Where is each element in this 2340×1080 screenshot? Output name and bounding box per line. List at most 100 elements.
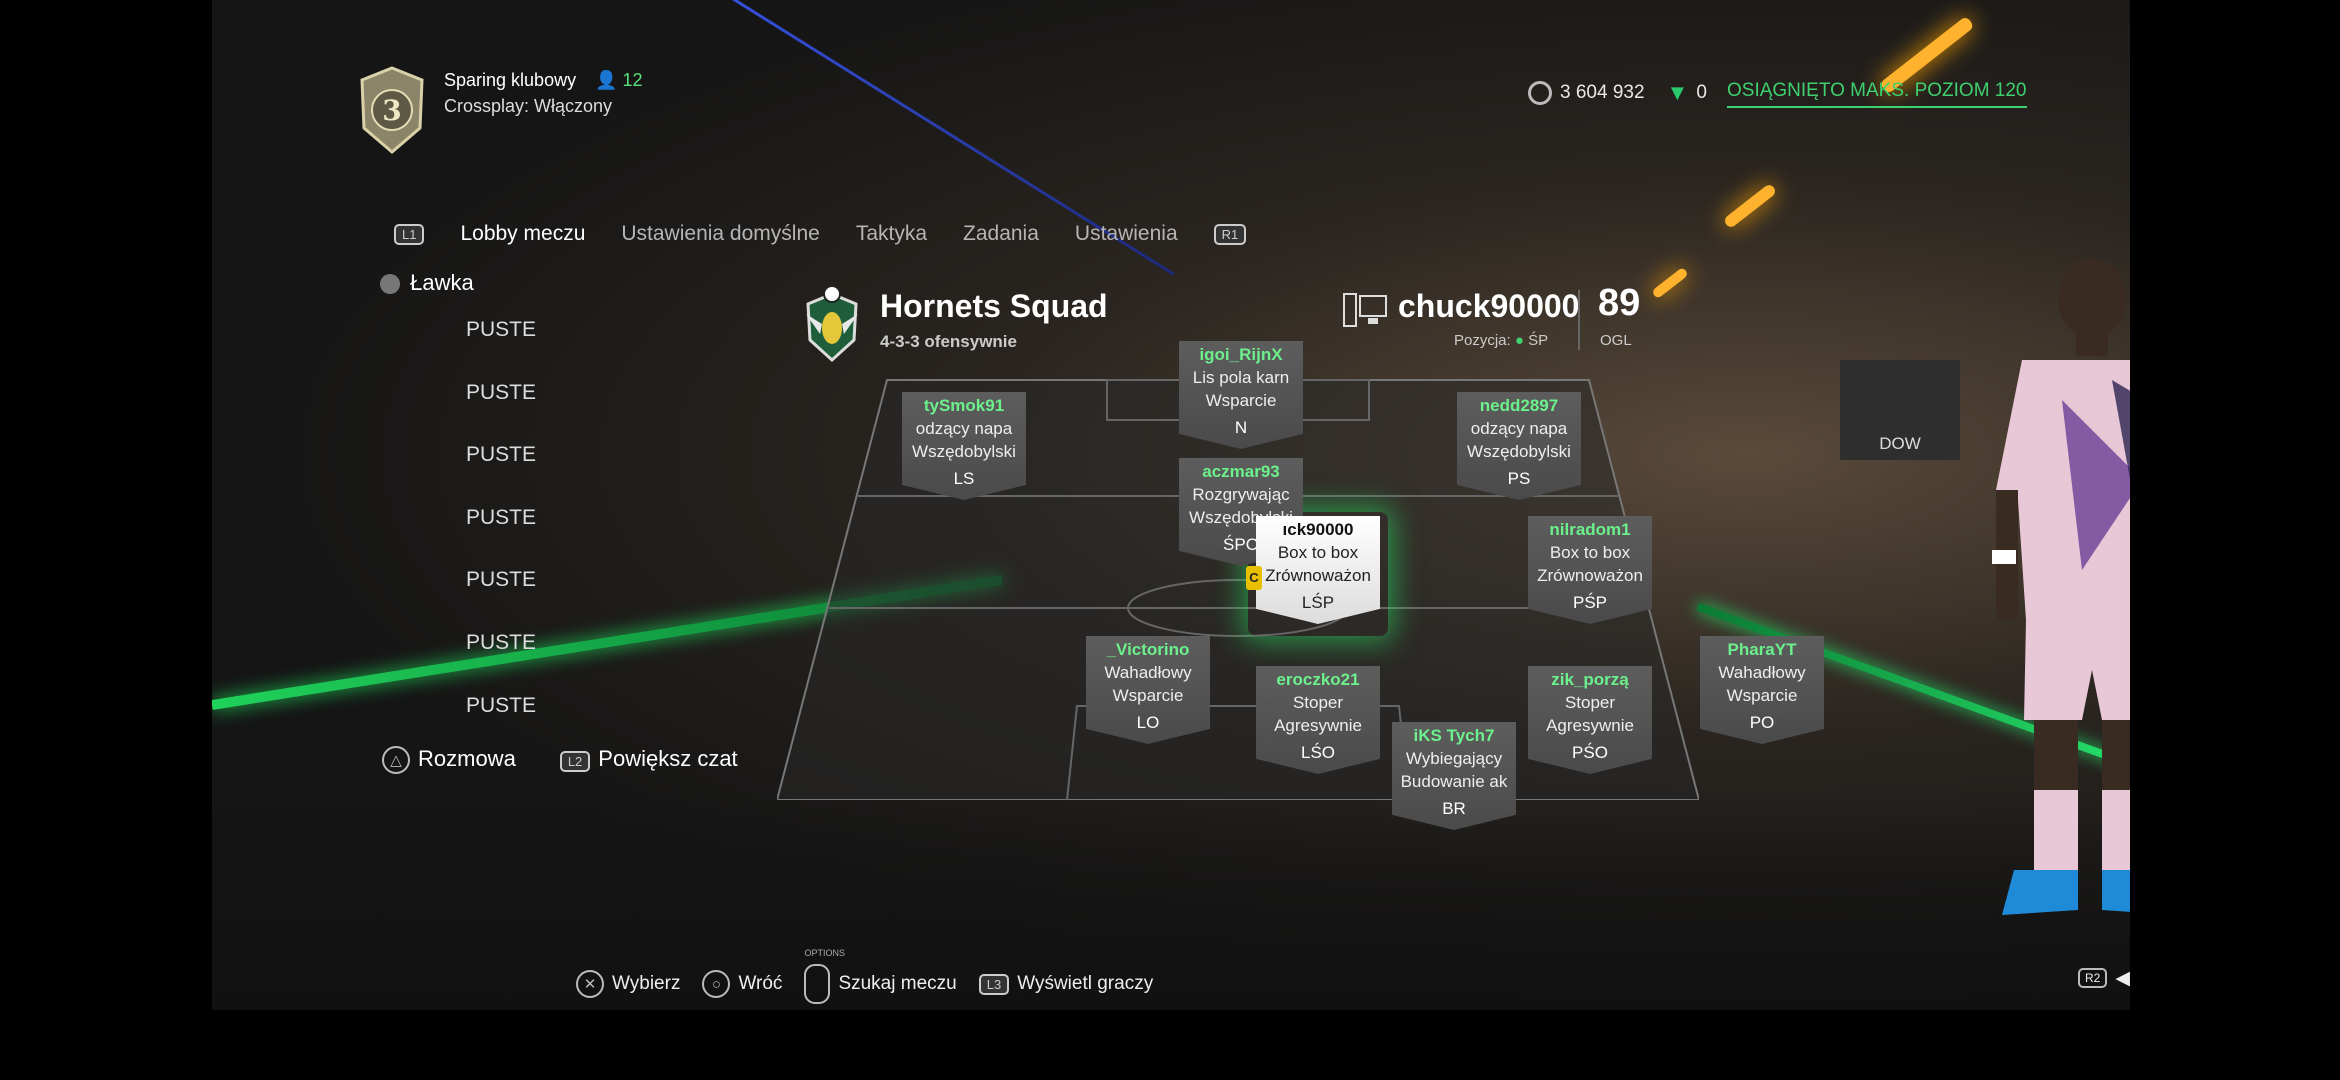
back-label: Wróć bbox=[738, 973, 783, 995]
captain-icon: C bbox=[1246, 566, 1262, 590]
show-players-label: Wyświetl graczy bbox=[1017, 973, 1154, 994]
player-card-style: Wsparcie bbox=[1112, 686, 1184, 705]
player-card-position: PS bbox=[1507, 469, 1531, 488]
bench-title: Ławka bbox=[410, 270, 474, 295]
player-card-lso[interactable]: eroczko21 Stoper Agresywnie LŚO bbox=[1256, 666, 1380, 774]
bench-slot[interactable]: PUSTE bbox=[466, 630, 537, 654]
player-card-position: LŚO bbox=[1300, 743, 1336, 762]
bench-slot[interactable]: PUSTE bbox=[466, 318, 537, 341]
position-label: Pozycja: bbox=[1454, 332, 1511, 349]
player-card-role: Wahadłowy bbox=[1718, 663, 1806, 682]
svg-text:3: 3 bbox=[382, 94, 401, 127]
download-panel: DOW bbox=[1840, 360, 1960, 460]
player-card-style: Wszędobylski bbox=[912, 442, 1016, 461]
floor-shadow bbox=[212, 790, 2130, 1010]
user-position: Pozycja: ● ŚP bbox=[1454, 332, 1549, 349]
bench-slot[interactable]: PUSTE bbox=[466, 380, 537, 404]
player-card-position: LŚP bbox=[1301, 593, 1335, 612]
show-players-button[interactable]: L3 Wyświetl graczy bbox=[978, 973, 1154, 995]
division-badge-icon: 3 bbox=[360, 66, 424, 154]
tab-tactics[interactable]: Taktyka bbox=[855, 222, 928, 245]
bench-slot[interactable]: PUSTE bbox=[466, 505, 537, 529]
player-card-role: Stoper bbox=[1292, 693, 1344, 712]
tab-objectives[interactable]: Zadania bbox=[963, 222, 1039, 245]
talk-button[interactable]: △ Rozmowa bbox=[382, 746, 516, 775]
player-card-name: _Victorino bbox=[1106, 640, 1190, 659]
player-card-psp[interactable]: nilradom1 Box to box Zrównoważon PŚP bbox=[1528, 516, 1652, 624]
select-button[interactable]: ✕Wybierz bbox=[576, 970, 680, 998]
club-mode: Sparing klubowy 👤 12 bbox=[444, 70, 643, 91]
player-card-n[interactable]: igoi_RijnX Lis pola karn Wsparcie N bbox=[1179, 341, 1303, 449]
ceiling-lamp bbox=[1722, 182, 1778, 230]
hornets-crest-icon bbox=[806, 285, 858, 363]
points-amount: 0 bbox=[1696, 82, 1707, 103]
player-card-position: PŚP bbox=[1572, 593, 1608, 612]
player-card-name: nedd2897 bbox=[1479, 396, 1559, 415]
tab-settings[interactable]: Ustawienia bbox=[1074, 222, 1178, 245]
coin-icon bbox=[1528, 81, 1552, 105]
player-card-name: tySmok91 bbox=[923, 396, 1005, 415]
player-card-position: BR bbox=[1442, 799, 1466, 818]
l1-button-icon[interactable]: L1 bbox=[394, 223, 425, 245]
player-card-position: PŚO bbox=[1572, 743, 1608, 762]
max-level-status[interactable]: OSIĄGNIĘTO MAKS. POZIOM 120 bbox=[1727, 80, 2027, 108]
player-card-br[interactable]: iKS Tych7 Wybiegający Budowanie ak BR bbox=[1392, 722, 1516, 830]
player-card-style: Budowanie ak bbox=[1400, 772, 1508, 791]
zoom-chat-label: Powiększ czat bbox=[598, 746, 738, 771]
game-screen: 3 Sparing klubowy 👤 12 Crossplay: Włączo… bbox=[212, 0, 2130, 1010]
r2-button-icon[interactable]: R2 bbox=[2078, 968, 2108, 988]
player-card-name: aczmar93 bbox=[1202, 462, 1280, 481]
player-card-role: odzący napa bbox=[1470, 419, 1568, 438]
player-card-name: nilradom1 bbox=[1549, 520, 1631, 539]
player-card-pso[interactable]: zik_porzą Stoper Agresywnie PŚO bbox=[1528, 666, 1652, 774]
pc-platform-icon bbox=[1343, 293, 1387, 327]
bench-slot[interactable]: PUSTE bbox=[466, 568, 537, 592]
triangle-button-icon: △ bbox=[382, 746, 410, 775]
player-card-role: Box to box bbox=[1277, 543, 1359, 562]
footer-status: R2 ◀ 1 👥 2 bbox=[2078, 966, 2130, 990]
username: chuck90000 bbox=[1398, 288, 1580, 324]
player-card-name: zik_porzą bbox=[1551, 670, 1629, 689]
player-card-name: ıck90000 bbox=[1282, 520, 1354, 539]
player-card-position: LO bbox=[1136, 713, 1160, 732]
currency-bar: 3 604 932 ▼ 0 bbox=[1528, 80, 1707, 106]
player-card-style: Wszędobylski bbox=[1467, 442, 1571, 461]
player-card-position: PO bbox=[1749, 713, 1775, 732]
player-card-position: LS bbox=[953, 469, 975, 488]
player-card-ls[interactable]: tySmok91 odzący napa Wszędobylski LS bbox=[902, 392, 1026, 500]
bench-slot[interactable]: PUSTE bbox=[466, 443, 537, 467]
player-card-style: Zrównoważon bbox=[1537, 566, 1643, 585]
player-card-ps[interactable]: nedd2897 odzący napa Wszędobylski PS bbox=[1457, 392, 1581, 500]
bench-list: PUSTE PUSTE PUSTE PUSTE PUSTE PUSTE PUST… bbox=[466, 318, 536, 756]
player-card-role: Wahadłowy bbox=[1104, 663, 1192, 682]
position-value: ŚP bbox=[1528, 332, 1549, 349]
player-card-style: Wsparcie bbox=[1726, 686, 1798, 705]
player-card-position: ŚPO bbox=[1223, 535, 1259, 554]
player-card-lo[interactable]: _Victorino Wahadłowy Wsparcie LO bbox=[1086, 636, 1210, 744]
overall-rating: 89 bbox=[1598, 282, 1641, 324]
bench-slot[interactable]: PUSTE bbox=[466, 693, 537, 717]
talk-label: Rozmowa bbox=[418, 746, 516, 771]
squad-formation: 4-3-3 ofensywnie bbox=[880, 332, 1017, 351]
tab-default-settings[interactable]: Ustawienia domyślne bbox=[621, 222, 820, 245]
player-card-name: PharaYT bbox=[1727, 640, 1797, 659]
player-card-role: Box to box bbox=[1549, 543, 1631, 562]
crossplay-status: Crossplay: Włączony bbox=[444, 96, 613, 116]
lobby-tabs: L1 Lobby meczu Ustawienia domyślne Takty… bbox=[394, 222, 1247, 246]
l3-button-icon: L3 bbox=[978, 974, 1010, 995]
player-card-style: Zrównoważon bbox=[1265, 566, 1371, 585]
player-card-po[interactable]: PharaYT Wahadłowy Wsparcie PO bbox=[1700, 636, 1824, 744]
r1-button-icon[interactable]: R1 bbox=[1213, 223, 1247, 245]
player-card-role: odzący napa bbox=[915, 419, 1013, 438]
players-count-value: 12 bbox=[622, 70, 643, 90]
overall-rating-label: OGL bbox=[1600, 332, 1632, 349]
player-card-lsp-selected[interactable]: ıck90000 Box to box Zrównoważon LŚP bbox=[1256, 516, 1380, 624]
back-button[interactable]: ○Wróć bbox=[702, 970, 782, 998]
player-card-name: igoi_RijnX bbox=[1199, 345, 1283, 364]
tab-lobby[interactable]: Lobby meczu bbox=[460, 222, 586, 245]
coin-amount: 3 604 932 bbox=[1560, 82, 1645, 103]
